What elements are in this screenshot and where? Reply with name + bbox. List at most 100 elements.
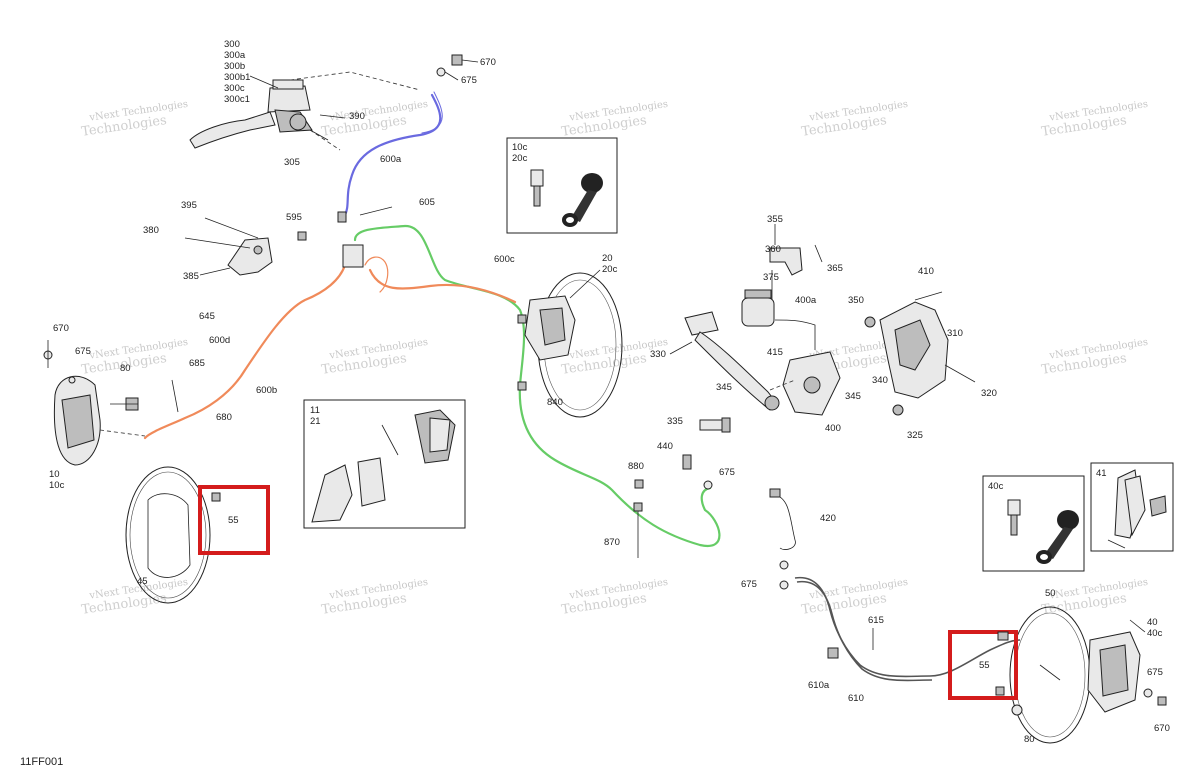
clip-55-rear — [995, 631, 1009, 696]
callout: 880 — [628, 461, 644, 472]
callout: 390 — [349, 111, 365, 122]
callout: 400a — [795, 295, 817, 306]
callout: 615 — [868, 615, 884, 626]
callout: 55 — [228, 515, 239, 526]
watermark: vNext Technologies Technologies — [80, 337, 188, 378]
callout: 300b — [224, 61, 245, 72]
bleeder-cap-icon — [562, 173, 603, 227]
inset-bleeder-kit-front: 10c 20c — [506, 137, 618, 234]
inset-label: 21 — [310, 416, 321, 427]
watermark: vNext Technologies Technologies — [1040, 337, 1148, 378]
brake-pad-icon — [1107, 469, 1167, 549]
callout: 80 — [1024, 734, 1035, 745]
watermark: vNext Technologies Technologies — [1040, 577, 1148, 618]
callout: 350 — [848, 295, 864, 306]
callout: 40 — [1147, 617, 1158, 628]
callout: 440 — [657, 441, 673, 452]
clip-icon — [634, 479, 644, 489]
callout: 360 — [765, 244, 781, 255]
callout: 345 — [845, 391, 861, 402]
callout: 675 — [719, 467, 735, 478]
callout: 410 — [918, 266, 934, 277]
callout: 80 — [120, 363, 131, 374]
diagram-code: 11FF001 — [20, 756, 63, 768]
callout: 55 — [979, 660, 990, 671]
bolt-870 — [633, 502, 643, 558]
callout: 645 — [199, 311, 215, 322]
watermark: vNext Technologies Technologies — [800, 99, 908, 140]
callout: 300b1 — [224, 72, 250, 83]
watermark: vNext Technologies Technologies — [1040, 99, 1148, 140]
callout: 10c — [49, 480, 65, 491]
bleeder-cap-icon — [1036, 510, 1079, 564]
inset-brake-pads-front: 11 21 — [303, 399, 466, 529]
callout: 310 — [947, 328, 963, 339]
hose-600d-orange — [368, 268, 517, 304]
watermark: vNext Technologies Technologies — [80, 99, 188, 140]
callout: 380 — [143, 225, 159, 236]
front-left-brake-disc — [125, 466, 211, 604]
brake-pedal-assembly — [684, 224, 841, 433]
watermark: vNext Technologies Technologies — [320, 577, 428, 618]
hose-600b-orange — [143, 263, 347, 440]
bracket-385 — [184, 217, 273, 276]
bleeder-screw-icon — [1007, 499, 1021, 536]
inset-label: 41 — [1096, 468, 1107, 479]
watermark: vNext Technologies Technologies — [560, 577, 668, 618]
clip-icon — [517, 314, 527, 324]
callout: 385 — [183, 271, 199, 282]
callout: 340 — [872, 375, 888, 386]
callout: 20c — [602, 264, 618, 275]
callout: 330 — [650, 349, 666, 360]
callout: 840 — [547, 397, 563, 408]
wheel-speed-sensor — [769, 488, 874, 659]
callout: 675 — [741, 579, 757, 590]
inset-bleeder-kit-rear: 40c — [982, 475, 1085, 572]
callout: 345 — [716, 382, 732, 393]
rear-brake-line — [794, 576, 1021, 682]
brake-hoses — [143, 91, 721, 548]
callout: 600a — [380, 154, 402, 165]
callout: 610 — [848, 693, 864, 704]
callout: 415 — [767, 347, 783, 358]
callout: 420 — [820, 513, 836, 524]
fitting-675-mid — [703, 480, 713, 490]
callout: 675 — [1147, 667, 1163, 678]
watermark: vNext Technologies Technologies — [320, 337, 428, 378]
callout: 670 — [53, 323, 69, 334]
callout: 670 — [480, 57, 496, 68]
callout: 600c — [494, 254, 515, 265]
callout: 670 — [1154, 723, 1170, 734]
callout: 300 — [224, 39, 240, 50]
callout: 320 — [981, 388, 997, 399]
callout: 610a — [808, 680, 830, 691]
junction-block — [297, 206, 393, 268]
callout: 395 — [181, 200, 197, 211]
callout: 375 — [763, 272, 779, 283]
callout: 685 — [189, 358, 205, 369]
front-left-caliper — [43, 340, 179, 466]
callout: 300c1 — [224, 94, 250, 105]
callout: 600d — [209, 335, 230, 346]
callout: 10 — [49, 469, 60, 480]
callout: 20 — [602, 253, 613, 264]
callout: 50 — [1045, 588, 1056, 599]
callout: 605 — [419, 197, 435, 208]
callout: 870 — [604, 537, 620, 548]
callout: 400 — [825, 423, 841, 434]
inset-label: 40c — [988, 481, 1004, 492]
fitting-675-top — [436, 67, 459, 81]
callout: 300a — [224, 50, 246, 61]
callout: 45 — [137, 576, 148, 587]
watermark: vNext Technologies Technologies — [560, 99, 668, 140]
highlight-box-55-front — [198, 485, 270, 555]
callout: 365 — [827, 263, 843, 274]
callout: 675 — [75, 346, 91, 357]
callout: 325 — [907, 430, 923, 441]
inset-label: 20c — [512, 153, 528, 164]
callout: 355 — [767, 214, 783, 225]
handlebar-master-cylinder — [189, 79, 346, 149]
brake-pad-icon — [311, 409, 456, 523]
callout: 40c — [1147, 628, 1163, 639]
inset-brake-pads-rear: 41 — [1090, 462, 1174, 552]
